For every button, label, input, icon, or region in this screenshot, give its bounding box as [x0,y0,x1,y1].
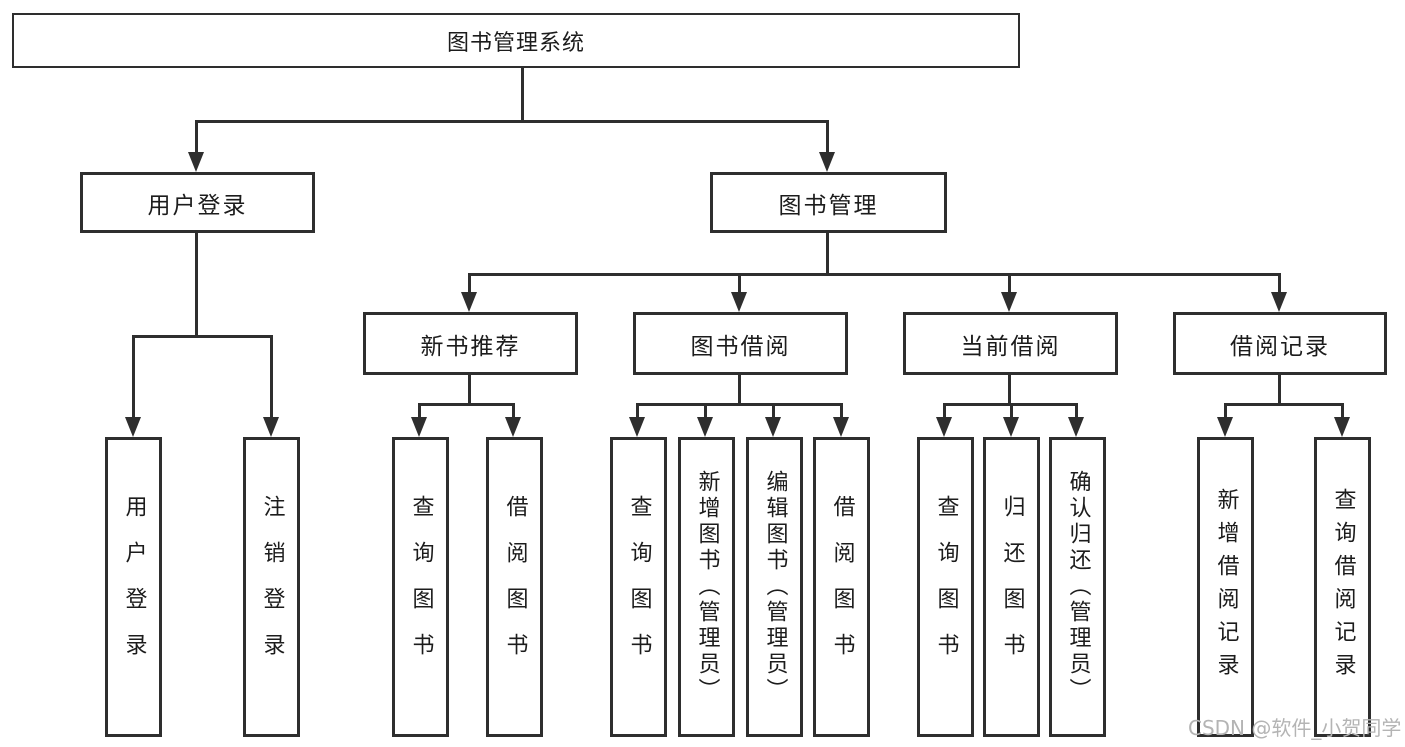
arrow-sec2-leaf1-icon [629,417,645,437]
leaf-cb-confirm-return: 确认归还（管理员） [1049,437,1106,737]
arrow-sec3-leaf3-icon [1068,417,1084,437]
connector-sec1-leaf1-shaft [418,403,421,419]
arrow-sec1-icon [461,292,477,312]
node-borrow-records: 借阅记录 [1173,312,1387,375]
leaf-rec-query-books-label: 查询图书 [408,495,434,679]
arrow-sec2-leaf4-icon [833,417,849,437]
leaf-br-add-record: 新增借阅记录 [1197,437,1254,737]
connector-mgmt-stem [826,233,829,275]
arrow-to-login-icon [188,152,204,172]
connector-sec4-leaf2-shaft [1341,403,1344,419]
node-current-borrow-label: 当前借阅 [960,333,1061,360]
arrow-login-leaf1-icon [125,417,141,437]
arrow-sec4-leaf1-icon [1217,417,1233,437]
connector-sec4-crossbar [1224,403,1343,406]
connector-sec1-crossbar [418,403,515,406]
connector-root-crossbar [195,120,829,123]
connector-sec1-stem [468,375,471,406]
connector-sec3-leaf3-shaft [1075,403,1078,419]
connector-sec4-shaft [1278,273,1281,295]
connector-to-login-shaft [195,120,198,154]
connector-sec2-leaf1-shaft [636,403,639,419]
connector-sec3-leaf1-shaft [943,403,946,419]
leaf-bb-borrow-books: 借阅图书 [813,437,870,737]
connector-login-leaf1-shaft [132,335,135,419]
leaf-logout-label: 注销登录 [259,495,285,679]
arrow-sec2-leaf2-icon [697,417,713,437]
leaf-user-login-label: 用户登录 [121,495,147,679]
arrow-sec2-leaf3-icon [765,417,781,437]
connector-sec2-crossbar [636,403,842,406]
arrow-to-mgmt-icon [819,152,835,172]
leaf-bb-add-books: 新增图书（管理员） [678,437,735,737]
leaf-user-login: 用户登录 [105,437,162,737]
leaf-br-query-record-label: 查询借阅记录 [1330,488,1356,686]
node-book-management: 图书管理 [710,172,947,233]
leaf-bb-query-books: 查询图书 [610,437,667,737]
connector-root-stem [521,68,524,122]
connector-sec2-leaf4-shaft [840,403,843,419]
connector-sec1-leaf2-shaft [512,403,515,419]
leaf-logout: 注销登录 [243,437,300,737]
connector-sec3-stem [1008,375,1011,406]
leaf-bb-add-books-label: 新增图书（管理员） [694,470,720,704]
leaf-bb-query-books-label: 查询图书 [626,495,652,679]
arrow-login-leaf2-icon [263,417,279,437]
leaf-br-add-record-label: 新增借阅记录 [1213,488,1239,686]
connector-sec2-shaft [738,273,741,295]
node-new-book-recommend: 新书推荐 [363,312,578,375]
leaf-rec-query-books: 查询图书 [392,437,449,737]
arrow-sec4-icon [1271,292,1287,312]
connector-sec4-stem [1278,375,1281,406]
leaf-rec-borrow-books-label: 借阅图书 [502,495,528,679]
leaf-cb-return-books: 归还图书 [983,437,1040,737]
leaf-cb-query-books: 查询图书 [917,437,974,737]
leaf-cb-confirm-return-label: 确认归还（管理员） [1065,470,1091,704]
connector-login-stem [195,233,198,338]
connector-sec3-leaf2-shaft [1010,403,1013,419]
node-user-login: 用户登录 [80,172,315,233]
leaf-rec-borrow-books: 借阅图书 [486,437,543,737]
node-new-book-recommend-label: 新书推荐 [420,333,521,360]
node-book-borrow: 图书借阅 [633,312,848,375]
leaf-bb-borrow-books-label: 借阅图书 [829,495,855,679]
leaf-cb-query-books-label: 查询图书 [933,495,959,679]
arrow-sec3-icon [1001,292,1017,312]
arrow-sec3-leaf2-icon [1003,417,1019,437]
leaf-bb-edit-books-label: 编辑图书（管理员） [762,470,788,704]
leaf-br-query-record: 查询借阅记录 [1314,437,1371,737]
node-current-borrow: 当前借阅 [903,312,1118,375]
connector-login-crossbar [132,335,273,338]
connector-login-leaf2-shaft [270,335,273,419]
node-book-management-label: 图书管理 [778,192,879,219]
connector-sec4-leaf1-shaft [1224,403,1227,419]
connector-sec2-stem [738,375,741,406]
connector-to-mgmt-shaft [826,120,829,154]
arrow-sec1-leaf2-icon [505,417,521,437]
connector-sec3-shaft [1008,273,1011,295]
csdn-watermark: CSDN @软件_小贺同学 [1188,716,1402,740]
connector-mgmt-crossbar [468,273,1281,276]
node-root-system: 图书管理系统 [12,13,1020,68]
node-root-label: 图书管理系统 [446,30,585,56]
node-user-login-label: 用户登录 [147,192,248,219]
connector-sec1-shaft [468,273,471,295]
arrow-sec2-icon [731,292,747,312]
arrow-sec4-leaf2-icon [1334,417,1350,437]
leaf-cb-return-books-label: 归还图书 [999,495,1025,679]
arrow-sec1-leaf1-icon [411,417,427,437]
node-borrow-records-label: 借阅记录 [1230,333,1330,360]
node-book-borrow-label: 图书借阅 [690,333,791,360]
connector-sec2-leaf3-shaft [772,403,775,419]
connector-sec2-leaf2-shaft [704,403,707,419]
arrow-sec3-leaf1-icon [936,417,952,437]
leaf-bb-edit-books: 编辑图书（管理员） [746,437,803,737]
